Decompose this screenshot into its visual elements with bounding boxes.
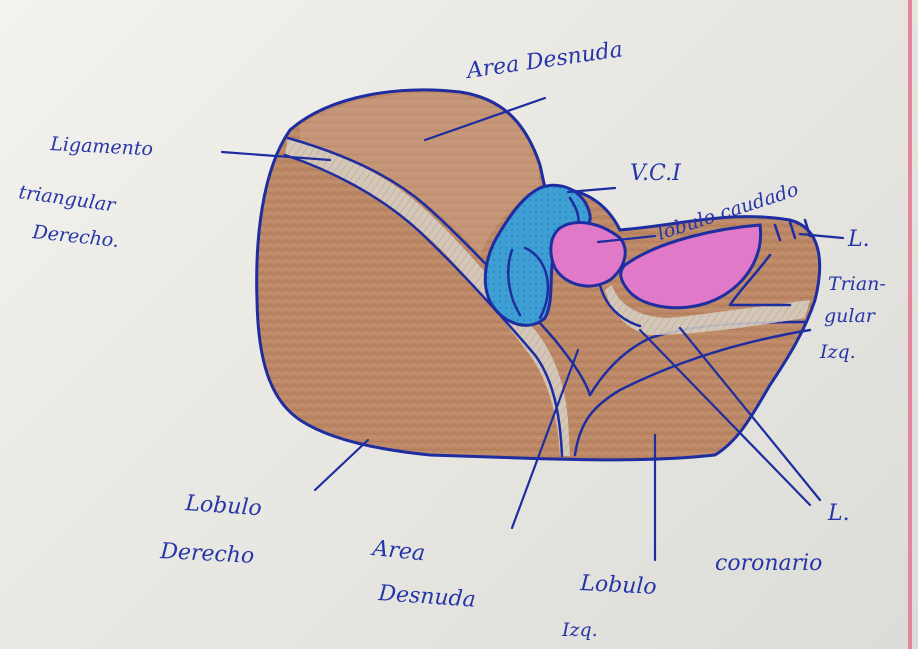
label-ligamento-2: triangular [17,181,118,217]
label-lobulo-derecho-2: Derecho [159,539,255,569]
label-ligamento-1: Ligamento [49,133,154,160]
leader-lobulo-derecho [315,440,368,490]
label-l-triangular-2: Trian- [828,273,886,295]
label-l-triangular-3: gular [824,305,877,327]
label-l-triangular-4: Izq. [819,341,856,363]
label-l-coronario-2: coronario [715,551,822,576]
label-lobulo-izq-2: Izq. [561,619,598,641]
label-vci: V.C.I [630,161,682,186]
label-lobulo-izq-1: Lobulo [579,571,658,600]
label-l-triangular-1: L. [847,227,870,252]
label-area-desnuda-bottom-2: Desnuda [377,581,477,613]
label-l-coronario-1: L. [827,501,850,526]
label-ligamento-3: Derecho. [30,221,120,252]
label-area-desnuda-bottom-1: Area [369,536,426,567]
label-lobulo-derecho-1: Lobulo [184,491,263,521]
label-area-desnuda-top: Area Desnuda [463,37,624,84]
caudate-lobe [551,223,625,286]
